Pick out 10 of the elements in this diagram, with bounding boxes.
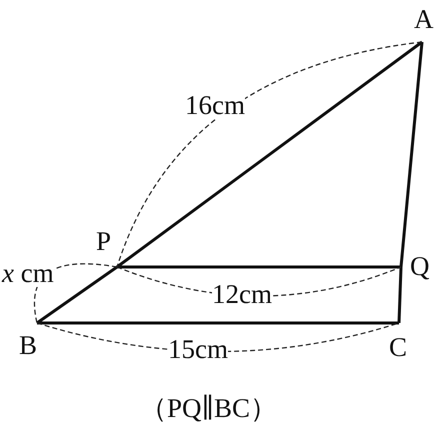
triangle-side: [400, 42, 424, 268]
point-label: B: [17, 326, 45, 360]
point-label: Q: [404, 251, 436, 281]
triangle-side: [117, 266, 401, 268]
point-label: C: [386, 326, 416, 362]
note: （PQ∥BC）: [140, 395, 278, 422]
point-label: P: [94, 228, 118, 265]
point-label: A: [412, 2, 440, 40]
triangle-side: [37, 322, 399, 324]
triangle-side: [398, 266, 402, 324]
